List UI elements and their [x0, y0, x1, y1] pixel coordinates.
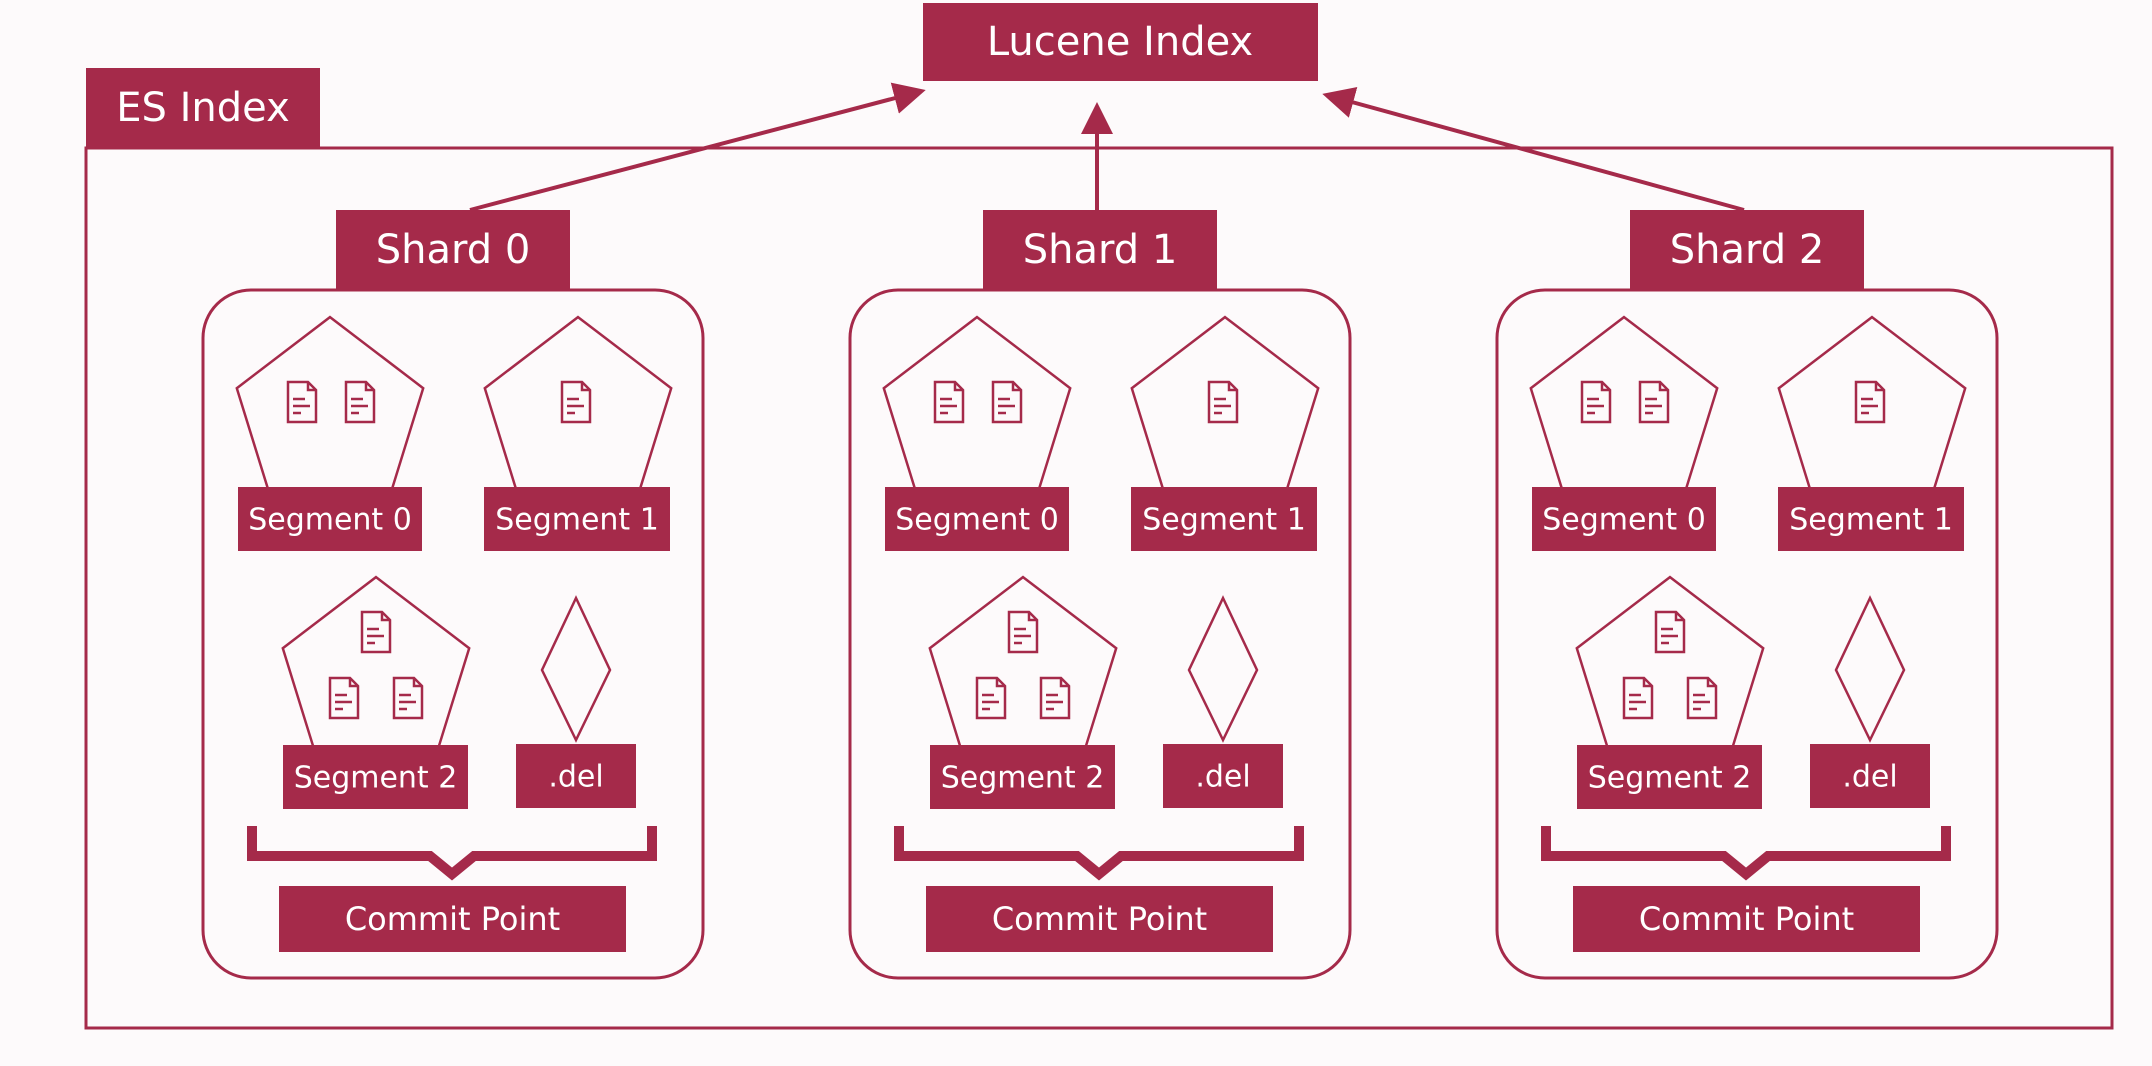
segment-1-tag: Segment 1: [1778, 487, 1964, 551]
document-icon: [1686, 676, 1718, 720]
document-icon: [360, 610, 392, 654]
commit-point-tag-label: Commit Point: [345, 900, 560, 938]
segment-2-tag: Segment 2: [1577, 745, 1762, 809]
shards: Shard 0 Segment 0 Segment 1 Segment 2 .delCo…: [201, 210, 1999, 980]
segment-0-tag-label: Segment 0: [248, 503, 412, 538]
lucene-index-box: Lucene Index: [923, 3, 1318, 81]
segment-0-tag-label: Segment 0: [895, 503, 1059, 538]
document-icon: [392, 676, 424, 720]
document-icon: [1622, 676, 1654, 720]
segment-1-tag: Segment 1: [1131, 487, 1317, 551]
brace: [894, 826, 1304, 881]
del-tag: .del: [1163, 744, 1283, 808]
commit-point-tag: Commit Point: [1573, 886, 1920, 952]
commit-point-tag-label: Commit Point: [1639, 900, 1854, 938]
segment-2-tag-label: Segment 2: [941, 761, 1105, 796]
del-diamond: [540, 595, 612, 743]
segment-0: [1529, 315, 1719, 505]
segment-pentagon: [1777, 315, 1967, 505]
segment-0-tag-label: Segment 0: [1542, 503, 1706, 538]
del-diamond: [1187, 595, 1259, 743]
segment-2: [281, 575, 471, 765]
segment-2-tag-label: Segment 2: [1588, 761, 1752, 796]
document-icon: [1207, 380, 1239, 424]
shard-tag: Shard 0: [336, 210, 570, 290]
commit-point-tag: Commit Point: [279, 886, 626, 952]
segment-pentagon: [281, 575, 471, 765]
del-tag-label: .del: [1842, 760, 1897, 795]
segment-pentagon: [483, 315, 673, 505]
segment-2-tag: Segment 2: [930, 745, 1115, 809]
segment-1-tag: Segment 1: [484, 487, 670, 551]
document-icon: [286, 380, 318, 424]
segment-1-tag-label: Segment 1: [1142, 503, 1306, 538]
brace: [247, 826, 657, 881]
segment-2-tag: Segment 2: [283, 745, 468, 809]
document-icon: [975, 676, 1007, 720]
document-icon: [328, 676, 360, 720]
shard-tag-label: Shard 2: [1670, 227, 1825, 273]
commit-point-tag: Commit Point: [926, 886, 1273, 952]
del-diamond: [1834, 595, 1906, 743]
document-icon: [1039, 676, 1071, 720]
document-icon: [1638, 380, 1670, 424]
shard-2: Shard 2 Segment 0 Segment 1 Segment 2 .delCo…: [1495, 210, 1999, 980]
document-icon: [933, 380, 965, 424]
segment-0-tag: Segment 0: [885, 487, 1069, 551]
commit-point-tag-label: Commit Point: [992, 900, 1207, 938]
segment-1-tag-label: Segment 1: [1789, 503, 1953, 538]
segment-pentagon: [1130, 315, 1320, 505]
segment-2: [928, 575, 1118, 765]
document-icon: [1854, 380, 1886, 424]
es-index-tag: ES Index: [86, 68, 320, 148]
segment-pentagon: [1575, 575, 1765, 765]
segment-2: [1575, 575, 1765, 765]
brace: [1541, 826, 1951, 881]
document-icon: [1580, 380, 1612, 424]
segment-2-tag-label: Segment 2: [294, 761, 458, 796]
segment-1-tag-label: Segment 1: [495, 503, 659, 538]
segment-pentagon: [882, 315, 1072, 505]
del-tag-label: .del: [1195, 760, 1250, 795]
segment-0-tag: Segment 0: [238, 487, 422, 551]
document-icon: [991, 380, 1023, 424]
arrow-shard-2-to-lucene: [1322, 86, 1745, 212]
segment-1: [1130, 315, 1320, 505]
lucene-index-label: Lucene Index: [987, 19, 1253, 65]
arrow-shard-0-to-lucene: [469, 82, 926, 212]
del-tag-label: .del: [548, 760, 603, 795]
del-tag: .del: [516, 744, 636, 808]
document-icon: [1007, 610, 1039, 654]
arrows: [469, 82, 1745, 212]
shard-tag: Shard 2: [1630, 210, 1864, 290]
segment-pentagon: [1529, 315, 1719, 505]
shard-1: Shard 1 Segment 0 Segment 1 Segment 2 .delCo…: [848, 210, 1352, 980]
segment-pentagon: [928, 575, 1118, 765]
del-tag: .del: [1810, 744, 1930, 808]
document-icon: [1654, 610, 1686, 654]
segment-1: [1777, 315, 1967, 505]
segment-0: [882, 315, 1072, 505]
shard-tag-label: Shard 0: [376, 227, 531, 273]
segment-pentagon: [235, 315, 425, 505]
shard-tag: Shard 1: [983, 210, 1217, 290]
es-index-label: ES Index: [116, 85, 290, 131]
segment-1: [483, 315, 673, 505]
shard-tag-label: Shard 1: [1023, 227, 1178, 273]
document-icon: [560, 380, 592, 424]
segment-0: [235, 315, 425, 505]
shard-0: Shard 0 Segment 0 Segment 1 Segment 2 .delCo…: [201, 210, 705, 980]
document-icon: [344, 380, 376, 424]
segment-0-tag: Segment 0: [1532, 487, 1716, 551]
